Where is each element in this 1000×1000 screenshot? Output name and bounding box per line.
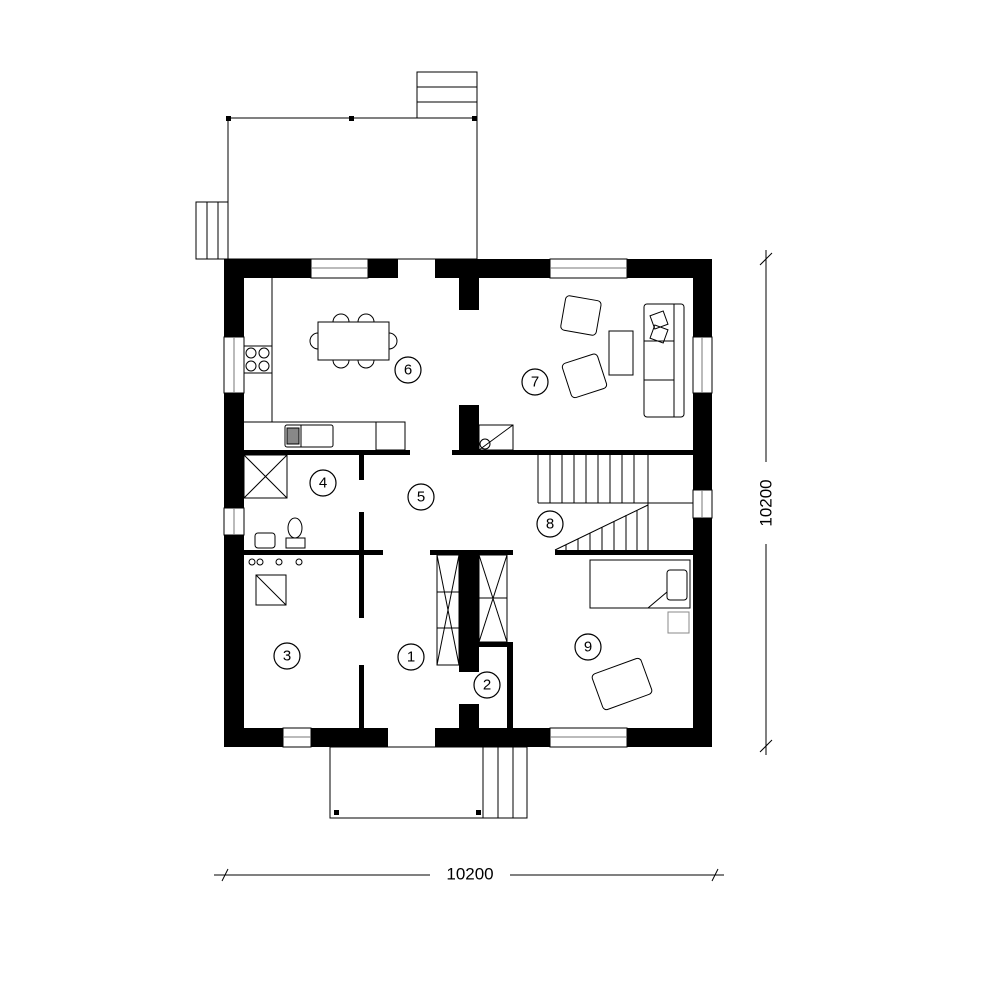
room-number: 6 — [404, 362, 412, 379]
chairs — [309, 313, 398, 369]
room-4-label: 4 — [309, 469, 337, 497]
shower — [478, 424, 514, 451]
wardrobe-right — [478, 554, 508, 643]
room-7-label: 7 — [521, 368, 549, 396]
room-number: 9 — [584, 639, 592, 656]
sofa — [643, 303, 685, 418]
room-5-label: 5 — [407, 483, 435, 511]
rear-terrace-steps — [416, 71, 478, 119]
dimension-height: 10200 — [757, 250, 776, 755]
room-number: 5 — [417, 489, 425, 506]
room-number: 2 — [483, 677, 491, 694]
room-number: 1 — [407, 649, 415, 666]
room-number: 7 — [531, 374, 539, 391]
width-dimension-label: 10200 — [446, 865, 493, 884]
armchair — [560, 295, 602, 336]
terrace-posts — [226, 116, 481, 815]
room-8-label: 8 — [536, 510, 564, 538]
front-porch — [329, 746, 528, 819]
shower-tray — [243, 454, 288, 499]
furniture — [243, 278, 691, 711]
room-number: 3 — [283, 648, 291, 665]
wardrobe-left — [436, 554, 460, 666]
armchair — [591, 657, 653, 711]
armchair — [561, 353, 608, 399]
windows — [223, 258, 713, 748]
coffee-table — [608, 330, 634, 376]
kitchen-counter — [271, 278, 406, 450]
room-number: 4 — [319, 475, 327, 492]
side-terrace-steps — [195, 201, 229, 260]
appliance — [375, 421, 406, 451]
room-1-label: 1 — [397, 643, 425, 671]
room-number: 8 — [546, 516, 554, 533]
room-labels: 1 2 3 4 5 6 7 8 9 — [273, 356, 602, 699]
room-9-label: 9 — [574, 633, 602, 661]
stairs — [537, 455, 693, 551]
dimension-width: 10200 — [214, 865, 724, 884]
cooktop — [243, 345, 273, 374]
rear-terrace — [227, 117, 478, 260]
sink — [284, 424, 334, 448]
washbasin — [254, 532, 276, 549]
nightstand — [667, 611, 690, 634]
toilet — [285, 517, 306, 549]
room-3-label: 3 — [273, 642, 301, 670]
bed — [589, 559, 691, 609]
height-dimension-label: 10200 — [757, 479, 776, 526]
room-6-label: 6 — [394, 356, 422, 384]
boiler-room-fixtures — [248, 558, 303, 606]
dining-table — [317, 321, 390, 361]
room-2-label: 2 — [473, 671, 501, 699]
